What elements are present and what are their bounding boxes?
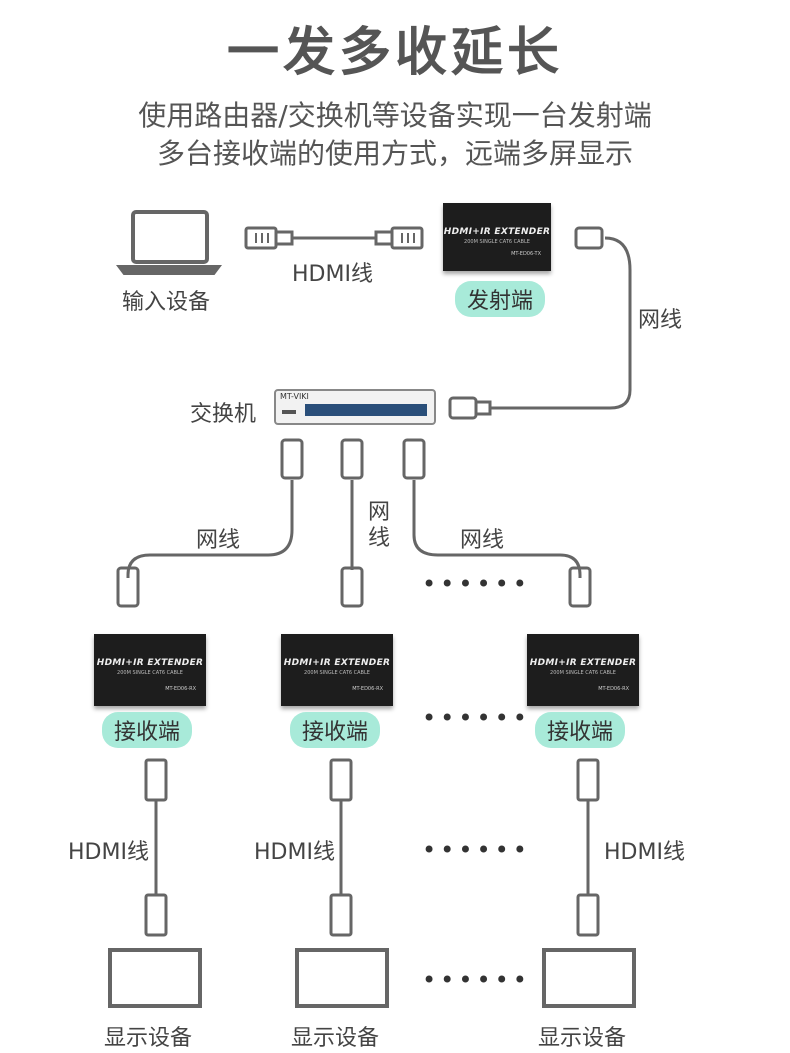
switch-icon (274, 389, 436, 425)
receiver-device-2: HDMI+IR EXTENDER 200M SINGLE CAT6 CABLE … (281, 634, 393, 706)
transmitter-label: 发射端 (455, 281, 546, 317)
transmitter-device: HDMI+IR EXTENDER 200M SINGLE CAT6 CABLE … (443, 203, 551, 271)
device-name: HDMI+IR EXTENDER (443, 227, 551, 237)
ellipsis-displays: •••••• (422, 966, 531, 994)
display-device-label-1: 显示设备 (104, 1026, 193, 1051)
device-spec: 200M SINGLE CAT6 CABLE (464, 239, 530, 245)
device-model: MT-ED06-RX (352, 686, 383, 692)
network-cable-tx-switch (448, 226, 632, 420)
device-spec: 200M SINGLE CAT6 CABLE (117, 670, 183, 676)
network-cables-switch-receivers (116, 438, 592, 608)
device-model: MT-ED06-RX (165, 686, 196, 692)
hdmi-cable-label-1: HDMI线 (68, 840, 149, 865)
device-name: HDMI+IR EXTENDER (96, 658, 204, 668)
receiver-device-3: HDMI+IR EXTENDER 200M SINGLE CAT6 CABLE … (527, 634, 639, 706)
ellipsis-receivers: •••••• (422, 704, 531, 732)
device-model: MT-ED06-TX (511, 251, 541, 257)
hdmi-cables-bottom (144, 758, 600, 937)
device-model: MT-ED06-RX (598, 686, 629, 692)
device-spec: 200M SINGLE CAT6 CABLE (550, 670, 616, 676)
input-device-label: 输入设备 (122, 290, 211, 315)
hdmi-cable-label-top: HDMI线 (292, 262, 373, 287)
network-cable-label-right: 网线 (638, 308, 683, 333)
switch-label: 交换机 (190, 402, 257, 427)
hdmi-cable-top (244, 226, 424, 250)
network-cable-label-middle: 网线 (368, 500, 391, 551)
device-name: HDMI+IR EXTENDER (283, 658, 391, 668)
receiver-label-3: 接收端 (535, 712, 626, 748)
device-spec: 200M SINGLE CAT6 CABLE (304, 670, 370, 676)
subtitle-line-1: 使用路由器/交换机等设备实现一台发射端 (138, 99, 652, 132)
network-cable-label-right-lower: 网线 (460, 528, 505, 553)
receiver-device-1: HDMI+IR EXTENDER 200M SINGLE CAT6 CABLE … (94, 634, 206, 706)
subtitle-line-2: 多台接收端的使用方式，远端多屏显示 (156, 137, 633, 170)
display-device-label-2: 显示设备 (291, 1026, 380, 1051)
ellipsis-cables: •••••• (422, 570, 531, 598)
laptop-icon (116, 210, 222, 275)
hdmi-cable-label-3: HDMI线 (604, 840, 685, 865)
monitor-icon (108, 948, 636, 1008)
page-title: 一发多收延长 (226, 23, 563, 83)
receiver-label-1: 接收端 (102, 712, 193, 748)
switch-brand: MT-VIKI (280, 392, 309, 401)
device-name: HDMI+IR EXTENDER (529, 658, 637, 668)
ellipsis-hdmi: •••••• (422, 836, 531, 864)
receiver-label-2: 接收端 (290, 712, 381, 748)
display-device-label-3: 显示设备 (538, 1026, 627, 1051)
hdmi-cable-label-2: HDMI线 (254, 840, 335, 865)
network-cable-label-left: 网线 (196, 528, 241, 553)
